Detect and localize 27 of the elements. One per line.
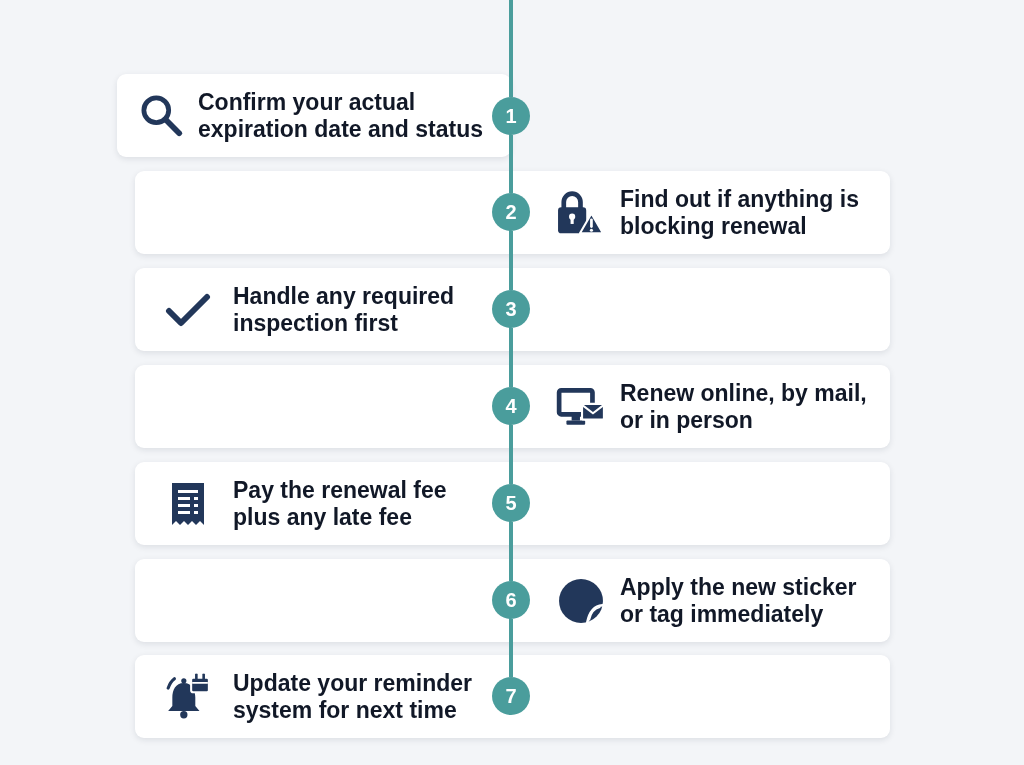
step-card [135,559,890,642]
step-number: 2 [492,193,530,231]
timeline-line [509,0,513,97]
timeline-line [509,619,513,677]
step-card [135,462,890,545]
step-number: 4 [492,387,530,425]
step-text: Update your reminder system for next time [233,669,473,724]
step-card [135,655,890,738]
step-text: Apply the new sticker or tag immediately [620,573,858,628]
step-text: Renew online, by mail, or in person [620,379,868,434]
step-number: 1 [492,97,530,135]
timeline-line [509,425,513,484]
step-text: Handle any required inspection first [233,282,456,337]
step-card [135,365,890,448]
step-card [135,268,890,351]
step-text: Find out if anything is blocking renewal [620,185,860,240]
step-number: 6 [492,581,530,619]
step-card [135,171,890,254]
step-text: Confirm your actual expiration date and status [198,88,484,143]
timeline-line [509,231,513,290]
timeline-line [509,328,513,387]
step-number: 5 [492,484,530,522]
timeline-line [509,522,513,581]
step-text: Pay the renewal fee plus any late fee [233,476,448,531]
step-number: 3 [492,290,530,328]
step-number: 7 [492,677,530,715]
timeline-line [509,135,513,193]
